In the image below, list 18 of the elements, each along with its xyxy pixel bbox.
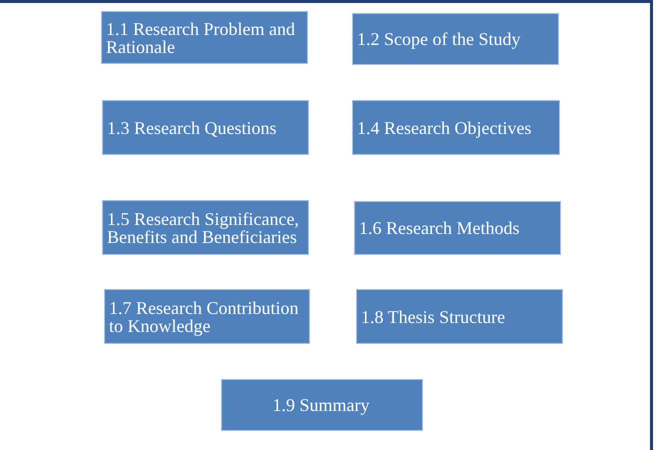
section-title: 1.2 Scope of the Study <box>357 30 520 48</box>
section-title: 1.7 Research Contribution to Knowledge <box>109 298 300 334</box>
section-box <box>352 100 560 155</box>
section-box <box>221 379 423 431</box>
section-title: 1.9 Summary <box>272 396 370 414</box>
section-title: 1.6 Research Methods <box>359 219 520 237</box>
section-title: 1.1 Research Problem and Rationale <box>106 20 296 56</box>
section-box <box>102 200 309 255</box>
section-box <box>102 100 309 155</box>
section-box <box>354 201 561 255</box>
section-box <box>101 11 308 64</box>
section-title: 1.4 Research Objectives <box>357 118 532 136</box>
section-box <box>352 13 559 65</box>
section-title: 1.3 Research Questions <box>107 118 276 136</box>
section-title: 1.8 Thesis Structure <box>361 308 506 326</box>
section-box <box>356 289 563 344</box>
section-box <box>104 289 310 344</box>
section-title: 1.5 Research Significance, Benefits and Beneficiaries <box>107 210 300 246</box>
